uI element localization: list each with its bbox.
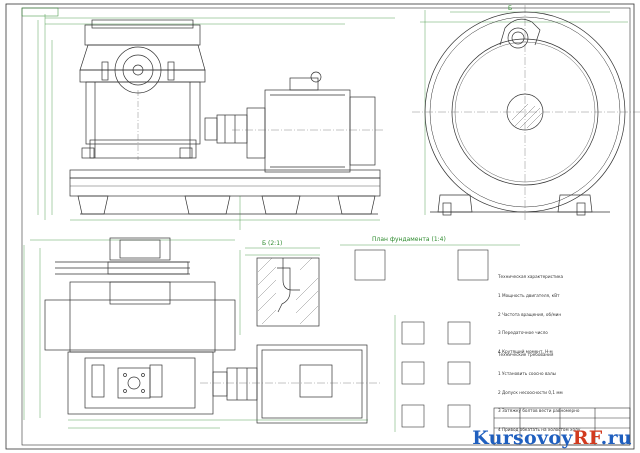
req-line: 2 Допуск несоосности 0,1 мм — [498, 389, 563, 395]
spec-line: 4 Крутящий момент, Н·м — [498, 348, 553, 354]
req-line: 3 Затяжку болтов вести равномерно — [498, 408, 580, 414]
req-line: 1 Установить соосно валы — [498, 371, 556, 377]
top-view-label: Б — [508, 5, 512, 12]
req-title: Технические требования — [498, 352, 554, 358]
section-b-label: Б (2:1) — [262, 240, 282, 247]
spec-line: 2 Частота вращения, об/мин — [498, 311, 562, 317]
sheet-inner-frame — [21, 7, 631, 446]
section-b-view — [239, 247, 320, 335]
watermark-logo: KursovoyRF.ru — [472, 427, 632, 449]
front-view — [37, 14, 395, 230]
section-b-hatch — [257, 257, 319, 325]
watermark-part-3: .ru — [600, 427, 632, 449]
technical-requirements: Технические требования 1 Установить соос… — [498, 340, 628, 439]
spec-line: 1 Мощность двигателя, кВт — [498, 293, 560, 299]
watermark-part-2: RF — [572, 427, 601, 449]
watermark-part-1: Kursovoy — [472, 427, 573, 449]
sheet-frame — [5, 3, 635, 450]
plan-view — [23, 237, 380, 429]
technical-specs: Техническая характеристика 1 Мощность дв… — [498, 262, 628, 361]
req-line: 4 Привод обкатать на холостом ходу — [498, 426, 581, 432]
foundation-plan — [340, 244, 520, 432]
foundation-plan-label: План фундамента (1:4) — [372, 236, 446, 243]
title-block — [493, 407, 631, 446]
side-view-shaft-hatch — [511, 103, 543, 129]
spec-line: 3 Передаточное число — [498, 330, 548, 336]
side-view — [412, 5, 640, 220]
spec-title: Техническая характеристика — [498, 274, 564, 280]
top-stamp-box — [21, 7, 59, 17]
